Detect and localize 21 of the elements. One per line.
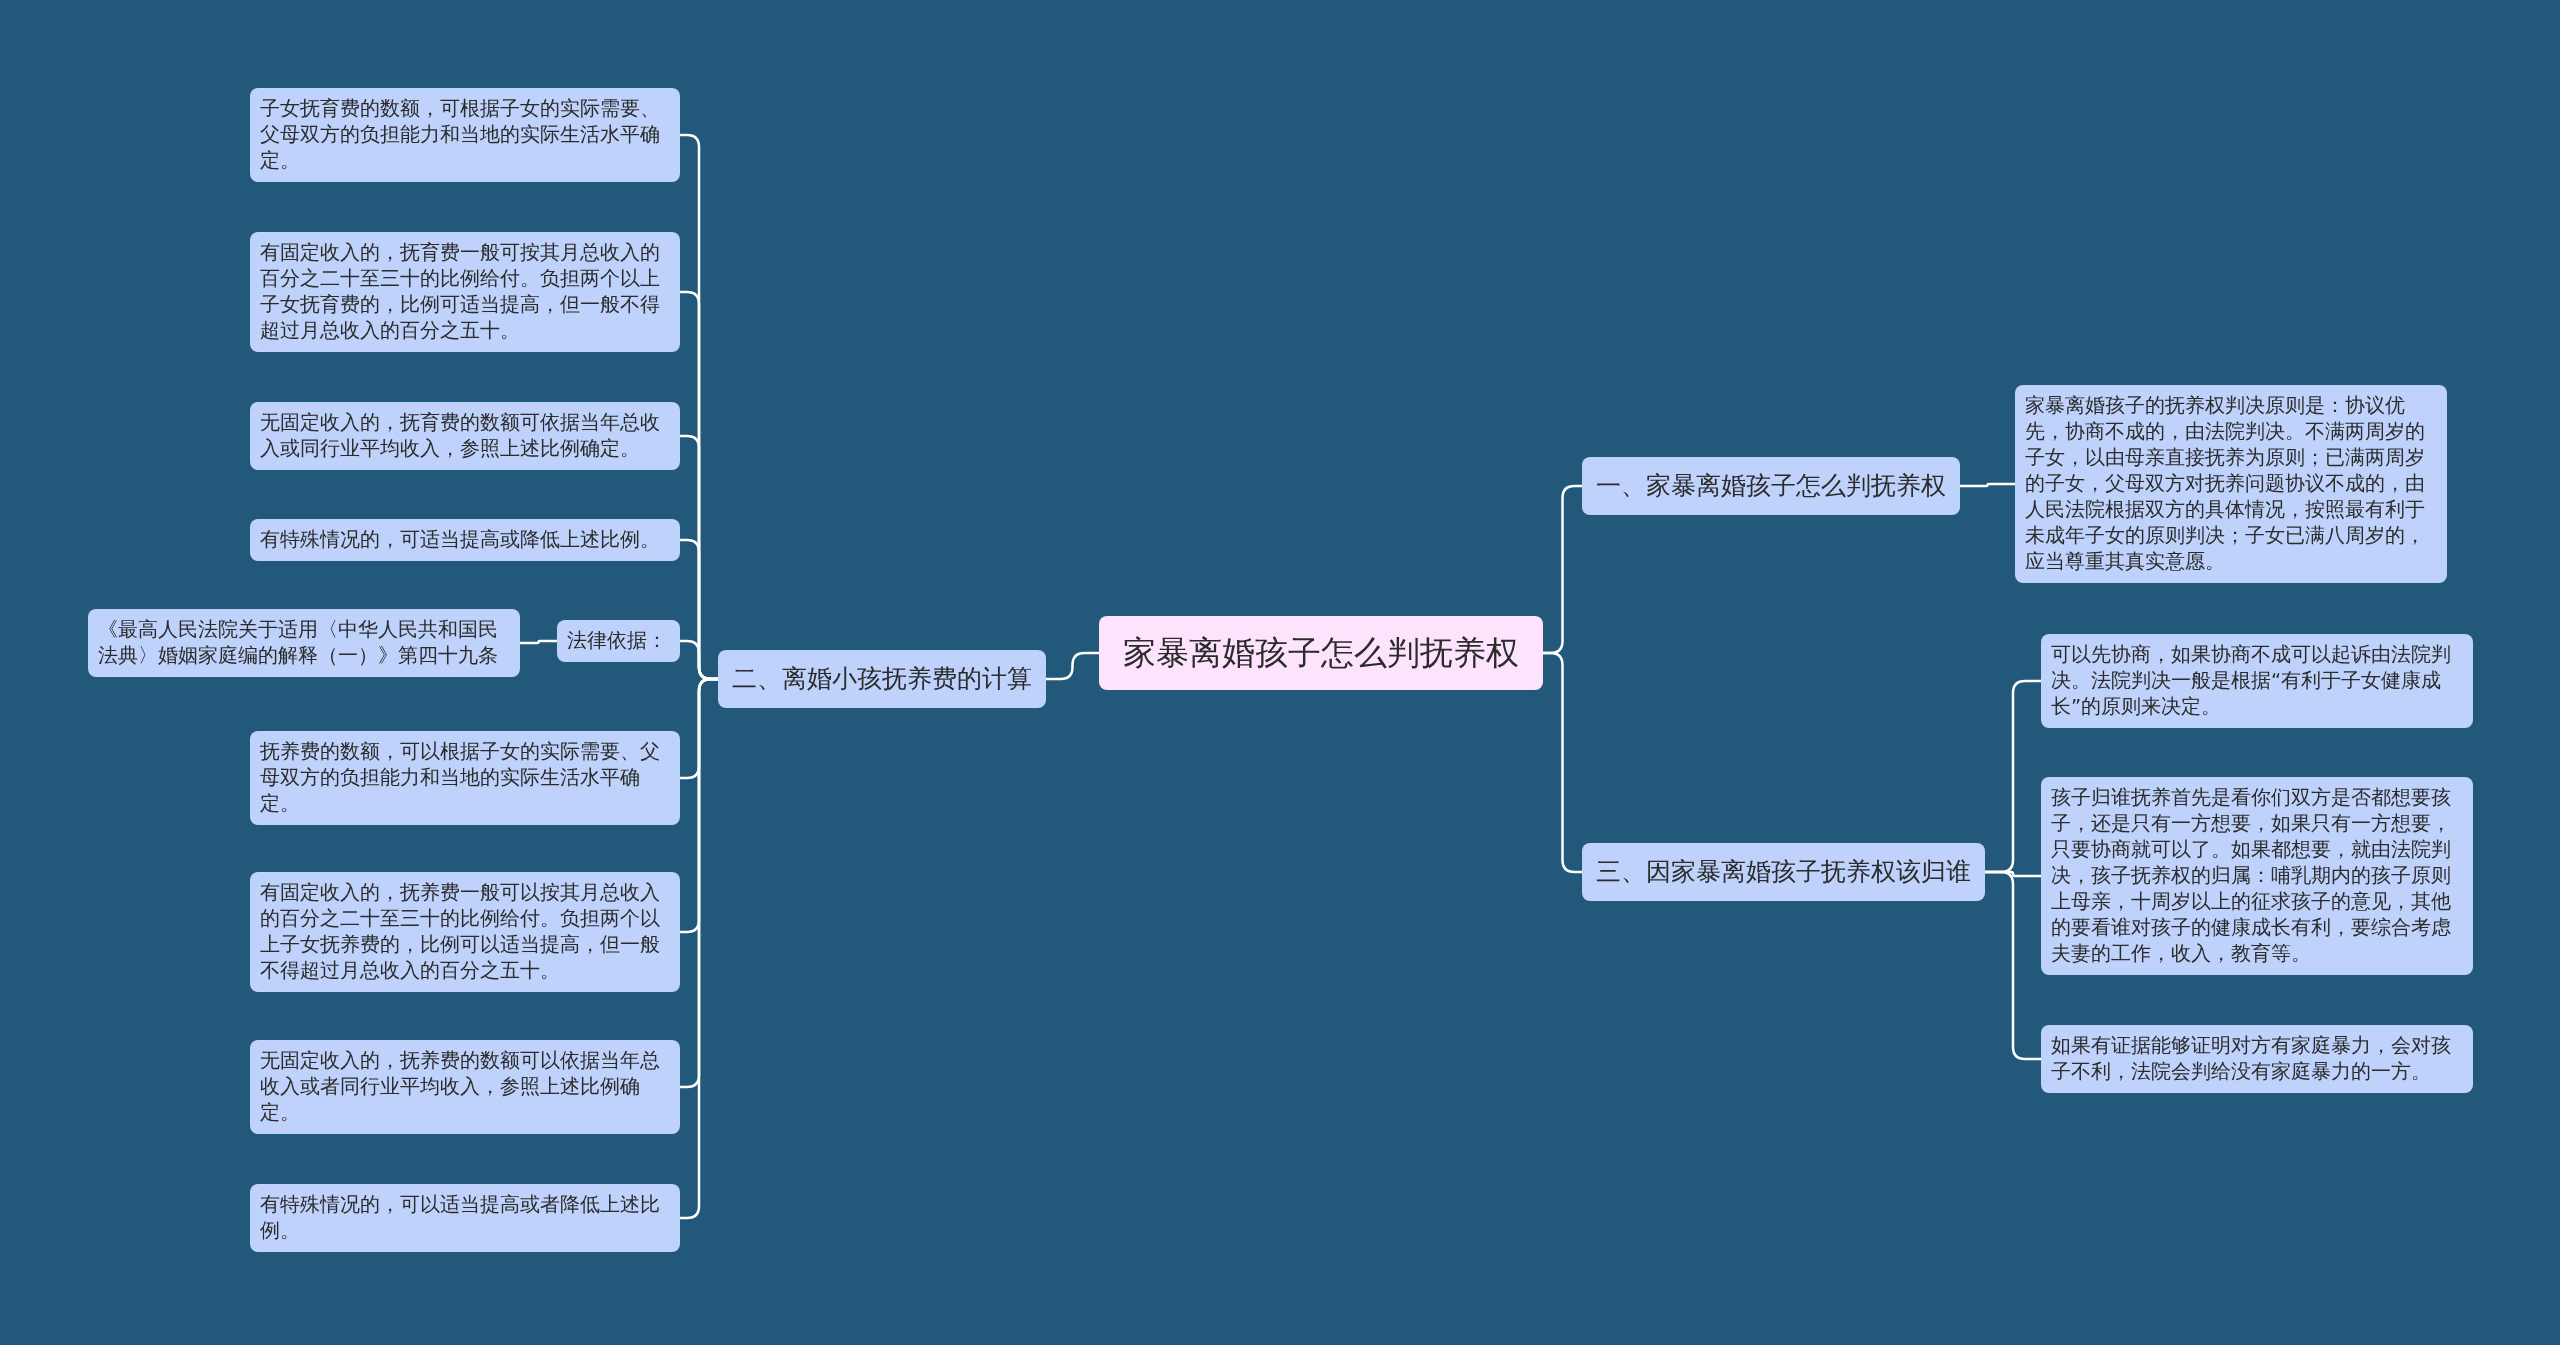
note-card: 无固定收入的，抚育费的数额可依据当年总收入或同行业平均收入，参照上述比例确定。 bbox=[250, 402, 680, 470]
note-card: 有特殊情况的，可适当提高或降低上述比例。 bbox=[250, 519, 680, 561]
branch-topic: 一、家暴离婚孩子怎么判抚养权 bbox=[1582, 457, 1960, 515]
note-card: 抚养费的数额，可以根据子女的实际需要、父母双方的负担能力和当地的实际生活水平确定。 bbox=[250, 731, 680, 825]
note-card: 有特殊情况的，可以适当提高或者降低上述比例。 bbox=[250, 1184, 680, 1252]
connector-line bbox=[520, 639, 557, 645]
note-card: 《最高人民法院关于适用〈中华人民共和国民法典〉婚姻家庭编的解释（一）》第四十九条 bbox=[88, 609, 520, 677]
note-card: 可以先协商，如果协商不成可以起诉由法院判决。法院判决一般是根据“有利于子女健康成长”的原则来决定。 bbox=[2041, 634, 2473, 728]
note-card: 无固定收入的，抚养费的数额可以依据当年总收入或者同行业平均收入，参照上述比例确定。 bbox=[250, 1040, 680, 1134]
branch-topic: 二、离婚小孩抚养费的计算 bbox=[718, 650, 1046, 708]
branch-topic: 三、因家暴离婚孩子抚养权该归谁 bbox=[1582, 843, 1985, 901]
connector-line bbox=[1960, 482, 2015, 488]
note-card: 法律依据： bbox=[557, 620, 680, 662]
note-card: 子女抚育费的数额，可根据子女的实际需要、父母双方的负担能力和当地的实际生活水平确定。 bbox=[250, 88, 680, 182]
note-card: 有固定收入的，抚育费一般可按其月总收入的百分之二十至三十的比例给付。负担两个以上子女抚育费的，比例可适当提高，但一般不得超过月总收入的百分之五十。 bbox=[250, 232, 680, 352]
note-card: 有固定收入的，抚养费一般可以按其月总收入的百分之二十至三十的比例给付。负担两个以上子女抚养费的，比例可以适当提高，但一般不得超过月总收入的百分之五十。 bbox=[250, 872, 680, 992]
connector-line bbox=[1046, 651, 1099, 681]
note-card: 家暴离婚孩子的抚养权判决原则是：协议优先，协商不成的，由法院判决。不满两周岁的子女，以由母亲直接抚养为原则；已满两周岁的子女，父母双方对抚养问题协议不成的，由人民法院根据双方的具体情况，按照最有利于未成年子女的原则判决；子女已满八周岁的，应当尊重其真实意愿。 bbox=[2015, 385, 2447, 583]
note-card: 如果有证据能够证明对方有家庭暴力，会对孩子不利，法院会判给没有家庭暴力的一方。 bbox=[2041, 1025, 2473, 1093]
central-topic: 家暴离婚孩子怎么判抚养权 bbox=[1099, 616, 1543, 690]
note-card: 孩子归谁抚养首先是看你们双方是否都想要孩子，还是只有一方想要，如果只有一方想要，只要协商就可以了。如果都想要，就由法院判决，孩子抚养权的归属：哺乳期内的孩子原则上母亲，十周岁以上的征求孩子的意见，其他的要看谁对孩子的健康成长有利，要综合考虑夫妻的工作，收入，教育等。 bbox=[2041, 777, 2473, 975]
